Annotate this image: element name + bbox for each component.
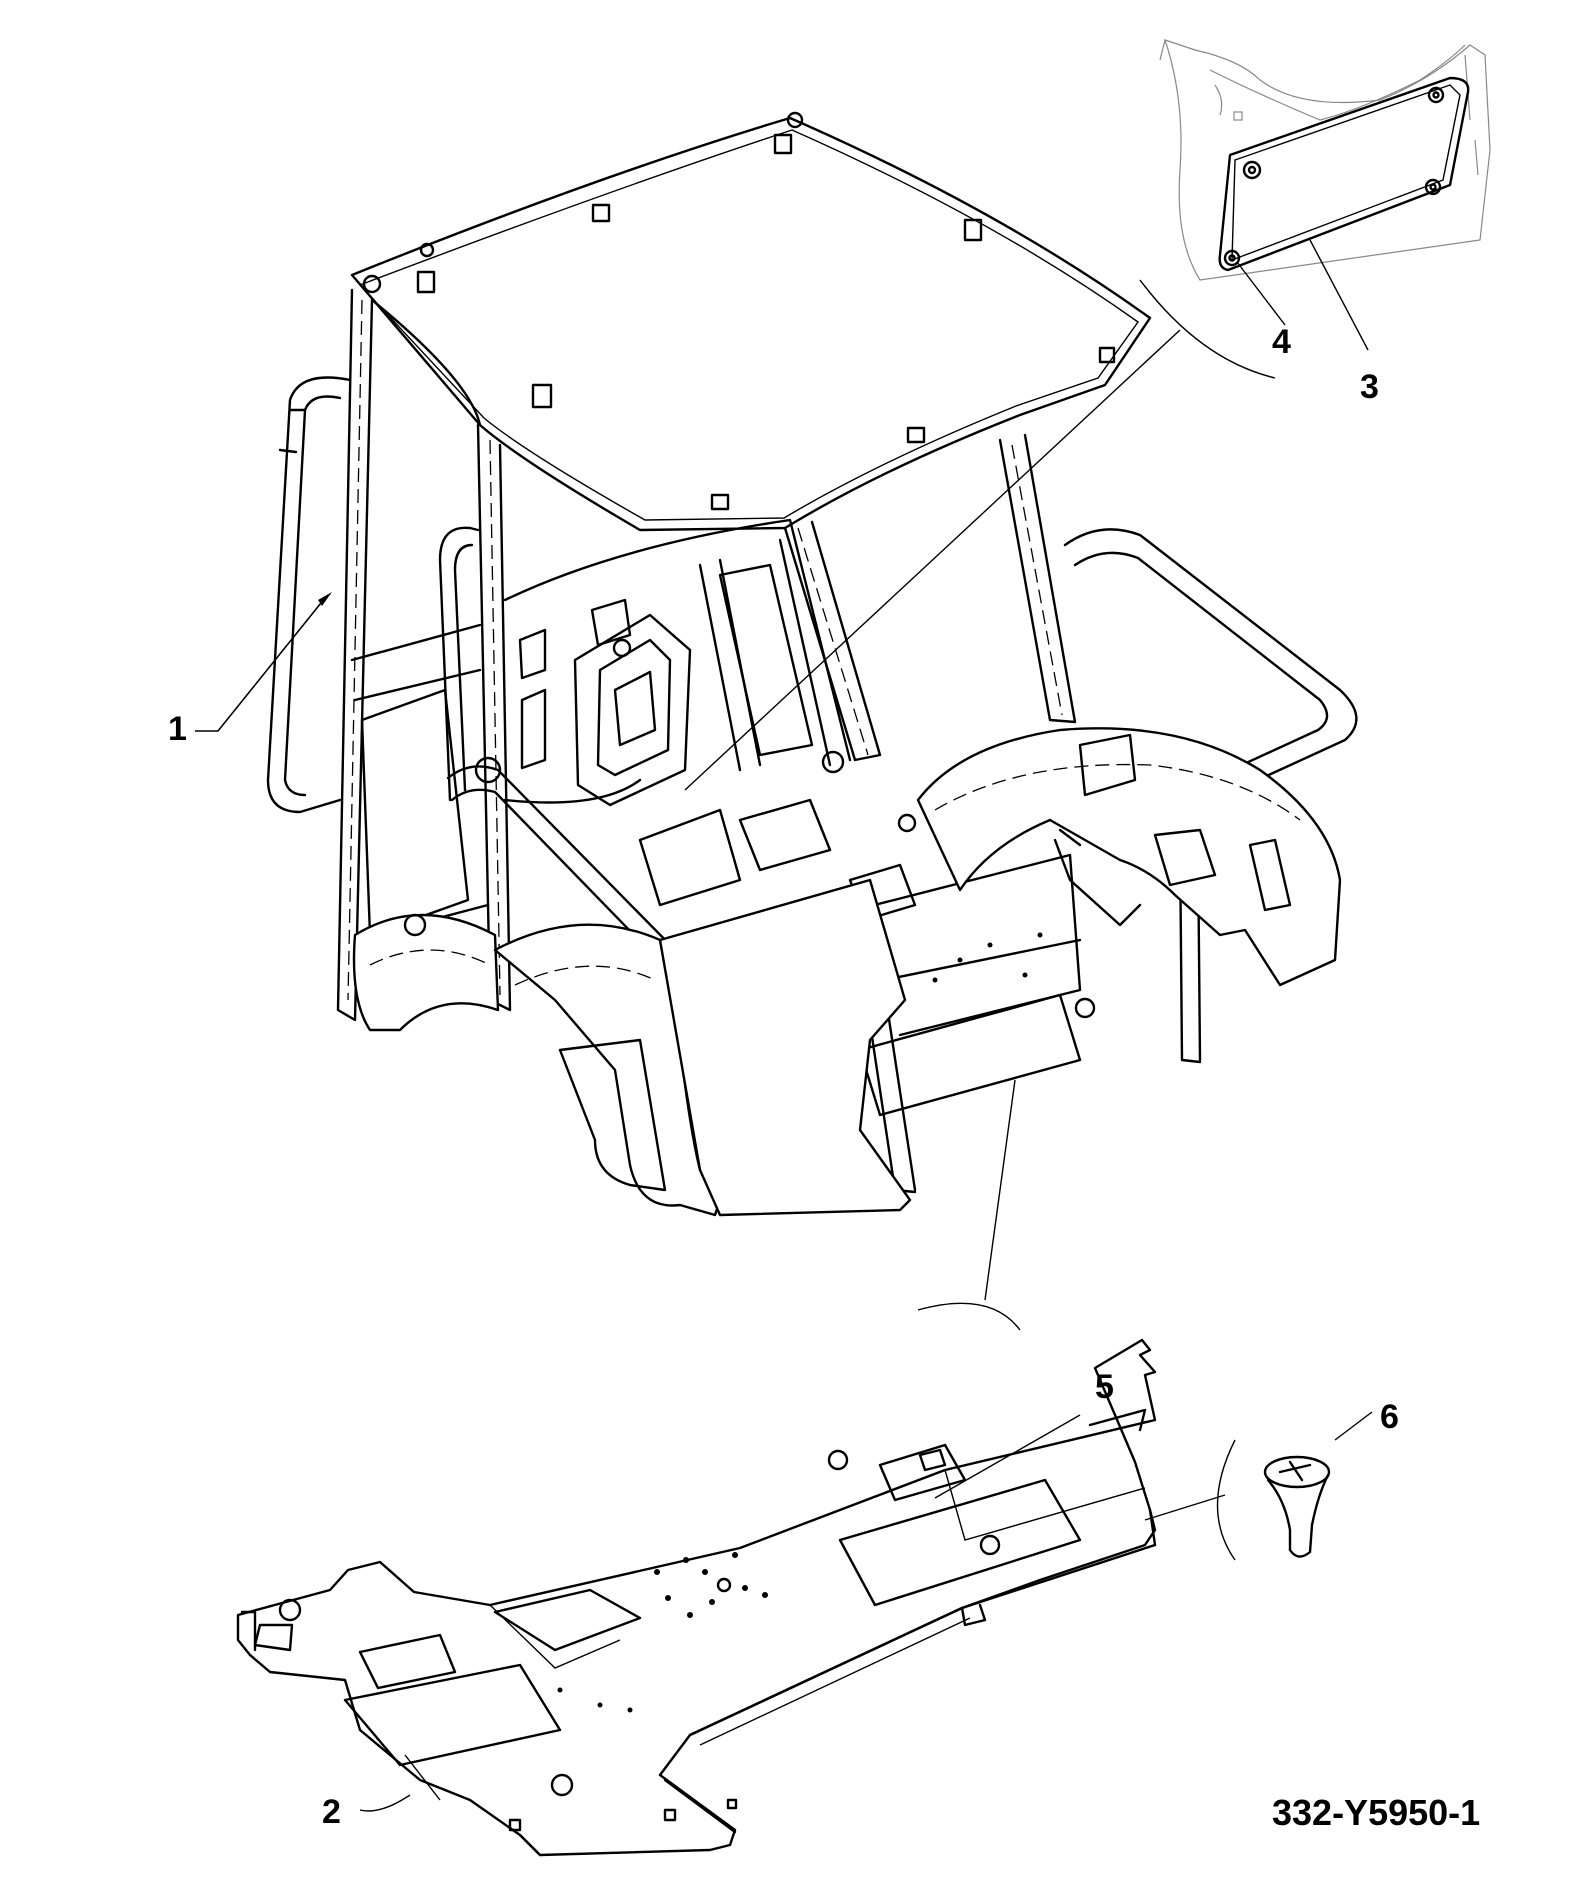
drawing-id: 332-Y5950-1 — [1272, 1792, 1481, 1833]
screw — [1216, 1411, 1373, 1561]
callout-1: 1 — [168, 710, 187, 748]
floor-plate — [236, 1079, 1226, 1857]
callout-3: 3 — [1360, 368, 1379, 406]
callout-6: 6 — [1380, 1398, 1399, 1436]
callout-2: 2 — [322, 1793, 341, 1831]
cab-frame — [266, 111, 1358, 1217]
access-panel-detail — [1139, 39, 1491, 379]
callout-4: 4 — [1272, 323, 1291, 361]
callout-5: 5 — [1095, 1368, 1114, 1406]
